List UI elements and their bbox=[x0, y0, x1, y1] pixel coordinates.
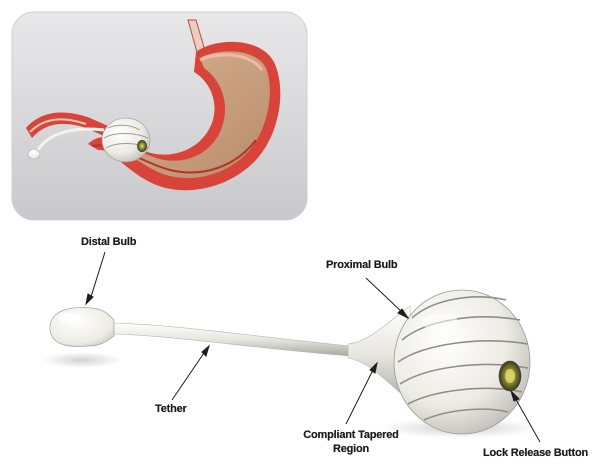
distal-bulb-label: Distal Bulb bbox=[81, 236, 136, 248]
gastric-device bbox=[42, 290, 540, 438]
tether-label: Tether bbox=[155, 403, 187, 415]
compliant-tapered-region-label: Compliant Tapered Region bbox=[286, 428, 416, 456]
tapered-region-arrow bbox=[346, 363, 377, 424]
compliant-tapered-region-label-line1: Compliant Tapered bbox=[286, 428, 416, 442]
device-in-stomach bbox=[102, 118, 150, 162]
compliant-tapered-region-label-line2: Region bbox=[286, 442, 416, 456]
proximal-bulb-arrow bbox=[366, 278, 408, 318]
tether bbox=[110, 323, 350, 356]
proximal-bulb-label: Proximal Bulb bbox=[326, 259, 397, 271]
distal-bulb bbox=[50, 308, 114, 347]
stomach-inset bbox=[12, 12, 307, 220]
lock-release-button bbox=[499, 361, 521, 391]
tether-arrow bbox=[172, 346, 209, 400]
distal-bulb-arrow bbox=[86, 252, 105, 304]
lock-release-button-label: Lock Release Button bbox=[483, 447, 588, 459]
